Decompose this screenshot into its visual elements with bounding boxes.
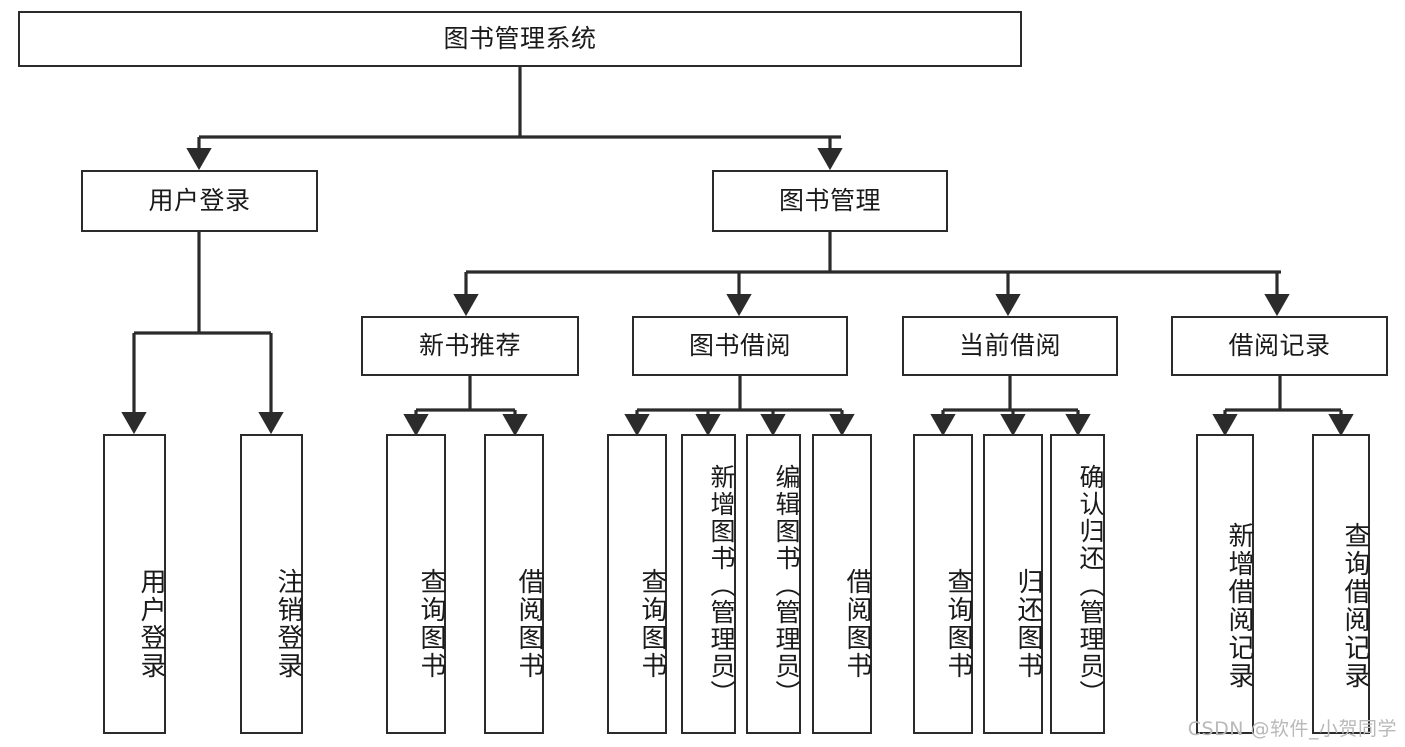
node-leaf-edit-book[interactable]: 编辑图书（管理员） xyxy=(746,434,801,734)
node-leaf-query-book-2-label: 查询图书 xyxy=(637,568,667,680)
node-book-manage-label: 图书管理 xyxy=(778,186,881,216)
node-leaf-add-book[interactable]: 新增图书（管理员） xyxy=(681,434,736,734)
node-borrow-record[interactable]: 借阅记录 xyxy=(1171,316,1388,376)
node-leaf-query-record-label: 查询借阅记录 xyxy=(1340,522,1370,690)
node-leaf-add-record[interactable]: 新增借阅记录 xyxy=(1196,434,1254,734)
node-book-borrow-label: 图书借阅 xyxy=(688,331,791,361)
node-root-label: 图书管理系统 xyxy=(443,24,597,54)
node-leaf-borrow-book-2[interactable]: 借阅图书 xyxy=(812,434,872,734)
node-leaf-query-book-3-label: 查询图书 xyxy=(943,568,973,680)
node-new-book-rec[interactable]: 新书推荐 xyxy=(361,316,579,376)
node-book-borrow[interactable]: 图书借阅 xyxy=(632,316,848,376)
node-leaf-query-book-1[interactable]: 查询图书 xyxy=(386,434,446,734)
node-leaf-borrow-book-1-label: 借阅图书 xyxy=(514,568,544,680)
node-user-login[interactable]: 用户登录 xyxy=(81,170,318,232)
node-leaf-borrow-book-1[interactable]: 借阅图书 xyxy=(484,434,544,734)
node-new-book-rec-label: 新书推荐 xyxy=(418,331,521,361)
node-leaf-add-record-label: 新增借阅记录 xyxy=(1224,522,1254,690)
node-leaf-logout-label: 注销登录 xyxy=(273,568,303,680)
node-current-borrow[interactable]: 当前借阅 xyxy=(902,316,1118,376)
node-leaf-confirm-return-label: 确认归还（管理员） xyxy=(1076,463,1105,707)
node-borrow-record-label: 借阅记录 xyxy=(1228,331,1331,361)
node-leaf-user-login[interactable]: 用户登录 xyxy=(103,434,166,734)
node-leaf-confirm-return[interactable]: 确认归还（管理员） xyxy=(1050,434,1105,734)
node-leaf-query-record[interactable]: 查询借阅记录 xyxy=(1312,434,1370,734)
node-root[interactable]: 图书管理系统 xyxy=(18,11,1022,67)
node-leaf-add-book-label: 新增图书（管理员） xyxy=(707,463,736,707)
node-leaf-borrow-book-2-label: 借阅图书 xyxy=(842,568,872,680)
node-leaf-query-book-3[interactable]: 查询图书 xyxy=(913,434,973,734)
node-leaf-user-login-label: 用户登录 xyxy=(136,568,166,680)
node-leaf-return-book[interactable]: 归还图书 xyxy=(983,434,1043,734)
node-leaf-logout[interactable]: 注销登录 xyxy=(240,434,303,734)
node-leaf-edit-book-label: 编辑图书（管理员） xyxy=(772,463,801,707)
csdn-watermark: CSDN @软件_小贺同学 xyxy=(1187,718,1397,740)
node-user-login-label: 用户登录 xyxy=(148,186,251,216)
node-leaf-return-book-label: 归还图书 xyxy=(1013,568,1043,680)
node-leaf-query-book-1-label: 查询图书 xyxy=(416,568,446,680)
node-current-borrow-label: 当前借阅 xyxy=(958,331,1061,361)
node-leaf-query-book-2[interactable]: 查询图书 xyxy=(607,434,667,734)
node-book-manage[interactable]: 图书管理 xyxy=(712,170,948,232)
